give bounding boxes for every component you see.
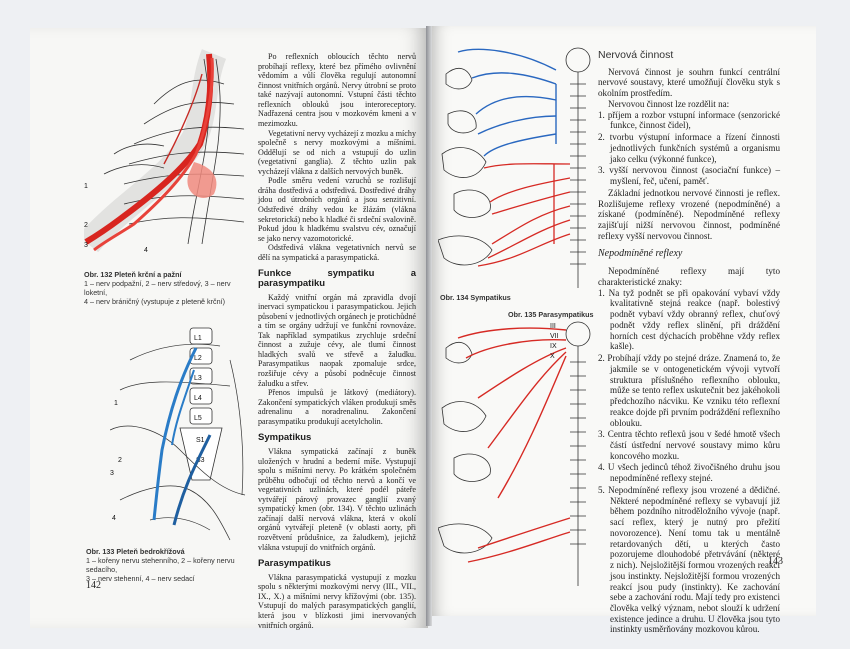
heading-sympatikus: Sympatikus bbox=[258, 432, 312, 444]
left-paragraph-4: Odstředivá vlákna vegetativních nervů se… bbox=[258, 243, 416, 262]
fig135-label-VII: VII bbox=[550, 333, 559, 340]
right-paragraph-4: Nepodmíněné reflexy mají tyto charakteri… bbox=[598, 266, 780, 287]
left-paragraph-8: Vlákna parasympatická vystupují z mozku … bbox=[258, 572, 416, 630]
right-page-title: Nervová činnost bbox=[598, 49, 674, 61]
left-page-number: 142 bbox=[86, 580, 101, 591]
fig133-label-2: 2 bbox=[118, 457, 122, 464]
book-gutter bbox=[426, 26, 432, 626]
right-paragraph-3: Základní jednotkou nervové činnosti je r… bbox=[598, 187, 780, 241]
right-list-1-item: 1. příjem a rozbor vstupní informace (se… bbox=[598, 109, 780, 131]
fig133-vertebra-L1: L1 bbox=[194, 335, 202, 342]
figure-132-caption: Obr. 132 Pleteň krční a pažní 1 – nerv p… bbox=[84, 270, 254, 306]
right-page-number: 143 bbox=[768, 556, 783, 567]
right-list-2-item: 5. Nepodmíněné reflexy jsou vrozené a dě… bbox=[598, 484, 780, 635]
figure-133-illustration: L1 L2 L3 L4 L5 S1 S3 1 2 3 4 bbox=[110, 327, 246, 541]
right-list-2-item: 4. U všech jedinců téhož živočišného dru… bbox=[598, 462, 780, 484]
figure-132-caption-title: Obr. 132 Pleteň krční a pažní bbox=[84, 270, 182, 279]
heading-parasympatikus: Parasympatikus bbox=[258, 558, 331, 570]
fig135-label-X: X bbox=[550, 353, 555, 360]
fig132-label-1: 1 bbox=[84, 183, 88, 190]
figure-132-illustration: 1 2 3 4 bbox=[84, 49, 245, 254]
left-paragraph-7: Vlákna sympatická začínají z buněk ulože… bbox=[258, 446, 416, 552]
figure-133-caption-line1: 1 – kořeny nervu stehenního, 2 – kořeny … bbox=[86, 556, 235, 574]
fig133-label-1: 1 bbox=[114, 400, 118, 407]
figure-135-caption-text: Obr. 135 Parasympatikus bbox=[508, 310, 594, 319]
figure-133-caption-line2: 3 – nerv stehenní, 4 – nerv sedací bbox=[86, 574, 195, 583]
left-text-column: Po reflexních obloucích těchto nervů pro… bbox=[258, 52, 416, 630]
fig133-label-4: 4 bbox=[112, 515, 116, 522]
left-paragraph-1: Po reflexních obloucích těchto nervů pro… bbox=[258, 52, 416, 128]
fig133-label-3: 3 bbox=[110, 470, 114, 477]
figure-133-caption: Obr. 133 Pleteň bedrokřížová 1 – kořeny … bbox=[86, 547, 258, 583]
left-paragraph-6: Přenos impulsů je látkový (mediátory). Z… bbox=[258, 388, 416, 426]
right-list-2-item: 3. Centra těchto reflexů jsou v šedé hmo… bbox=[598, 429, 780, 461]
right-paragraph-2: Nervovou činnost lze rozdělit na: bbox=[608, 98, 730, 109]
right-list-2-item: 1. Na tyž podnět se při opakování vybaví… bbox=[598, 287, 780, 352]
fig132-label-3: 3 bbox=[84, 242, 88, 249]
heading-funkce: Funkce sympatiku a parasympatiku bbox=[258, 268, 416, 289]
fig132-label-2: 2 bbox=[84, 222, 88, 229]
fig133-vertebra-S1: S1 bbox=[196, 437, 205, 444]
right-text-column: Nervová činnost Nervová činnost je souhr… bbox=[598, 50, 780, 636]
right-list-2-item: 2. Probíhají vždy po stejné dráze. Zname… bbox=[598, 353, 780, 428]
figure-135-caption: Obr. 135 Parasympatikus bbox=[508, 310, 618, 319]
figure-134-caption: Obr. 134 Sympatikus bbox=[440, 293, 560, 302]
figure-132-caption-line2: 4 – nerv bráničný (vystupuje z pleteně k… bbox=[84, 297, 226, 306]
figure-133-caption-title: Obr. 133 Pleteň bedrokřížová bbox=[86, 547, 185, 556]
right-paragraph-1: Nervová činnost je souhrn funkcí centrál… bbox=[598, 66, 780, 99]
right-list-1: 1. příjem a rozbor vstupní informace (se… bbox=[598, 110, 780, 187]
figure-134-caption-text: Obr. 134 Sympatikus bbox=[440, 293, 511, 302]
figure-134-illustration bbox=[438, 47, 591, 288]
figure-135-illustration: III VII IX X bbox=[438, 321, 591, 586]
right-list-2: 1. Na tyž podnět se při opakování vybaví… bbox=[598, 288, 780, 636]
left-paragraph-3: Podle směru vedení vzruchů se rozlišují … bbox=[258, 176, 416, 243]
left-paragraph-5: Každý vnitřní orgán má zpravidla dvojí i… bbox=[258, 292, 416, 388]
left-paragraph-2: Vegetativní nervy vycházejí z mozku a mí… bbox=[258, 128, 416, 176]
fig135-label-III: III bbox=[550, 323, 556, 330]
fig133-vertebra-S3: S3 bbox=[196, 457, 205, 464]
fig133-vertebra-L2: L2 bbox=[194, 355, 202, 362]
fig133-vertebra-L3: L3 bbox=[194, 375, 202, 382]
fig133-vertebra-L4: L4 bbox=[194, 395, 202, 402]
right-subheading: Nepodmíněné reflexy bbox=[598, 248, 683, 260]
right-list-1-item: 2. tvorbu výstupní informace a řízení či… bbox=[598, 132, 780, 164]
right-list-1-item: 3. vyšší nervovou činnost (asociační fun… bbox=[598, 165, 780, 187]
right-page bbox=[430, 26, 816, 616]
fig135-label-IX: IX bbox=[550, 343, 557, 350]
fig132-label-4: 4 bbox=[144, 247, 148, 254]
figure-132-caption-line1: 1 – nerv podpažní, 2 – nerv středový, 3 … bbox=[84, 279, 231, 297]
fig133-vertebra-L5: L5 bbox=[194, 415, 202, 422]
